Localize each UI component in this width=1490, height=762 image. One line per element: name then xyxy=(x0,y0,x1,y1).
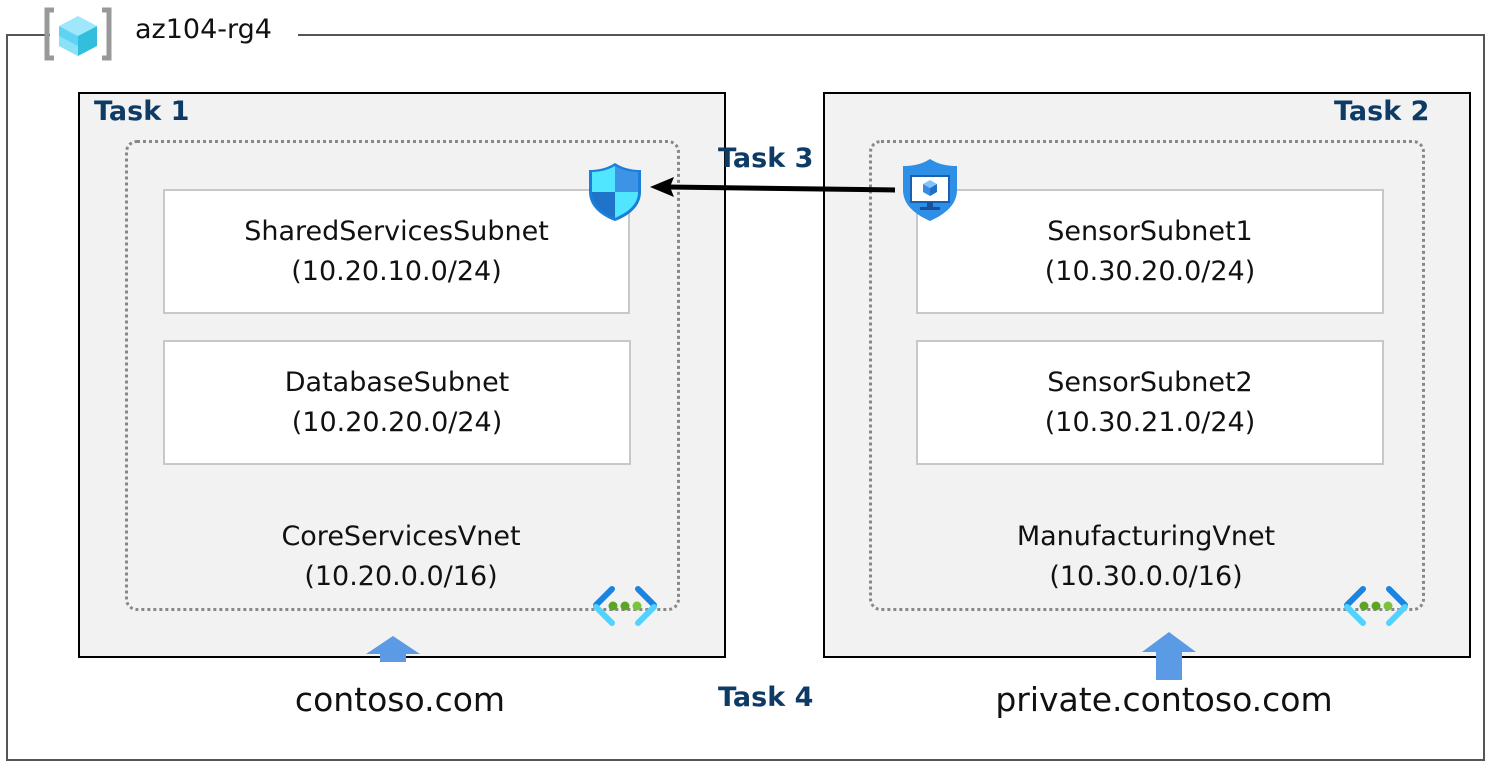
rg-frame-top-left xyxy=(6,34,50,36)
virtual-network-icon xyxy=(1344,586,1408,626)
dns-link-arrow-icon xyxy=(1142,632,1196,680)
subnet-shared-services: SharedServicesSubnet (10.20.10.0/24) xyxy=(163,189,630,314)
rg-frame-top-right xyxy=(298,34,1485,36)
rg-frame-right xyxy=(1483,34,1485,761)
dns-link-arrow-icon xyxy=(366,636,420,662)
vnet-name: ManufacturingVnet xyxy=(1016,521,1276,552)
subnet-name: SharedServicesSubnet xyxy=(244,215,549,247)
virtual-network-icon xyxy=(593,586,657,626)
task3-label: Task 3 xyxy=(718,143,814,174)
subnet-sensor1: SensorSubnet1 (10.30.20.0/24) xyxy=(916,189,1384,314)
vnet-label: CoreServicesVnet (10.20.0.0/16) xyxy=(200,517,602,597)
rg-frame-left xyxy=(6,34,8,761)
subnet-database: DatabaseSubnet (10.20.20.0/24) xyxy=(163,340,631,465)
manufacturing-vnet xyxy=(869,140,1425,611)
subnet-name: SensorSubnet2 xyxy=(1047,366,1253,398)
subnet-cidr: (10.30.20.0/24) xyxy=(1044,255,1256,287)
vnet-cidr: (10.30.0.0/16) xyxy=(1049,561,1243,592)
subnet-cidr: (10.30.21.0/24) xyxy=(1044,406,1256,438)
task4-label: Task 4 xyxy=(718,682,814,713)
peering-arrow xyxy=(650,177,896,197)
vnet-label: ManufacturingVnet (10.30.0.0/16) xyxy=(945,517,1347,597)
private-dns-zone: private.contoso.com xyxy=(995,680,1333,719)
application-security-group-icon xyxy=(903,159,957,221)
resource-group-icon xyxy=(44,7,112,61)
task2-label: Task 2 xyxy=(1334,96,1430,127)
public-dns-zone: contoso.com xyxy=(294,680,506,719)
core-services-vnet xyxy=(125,140,680,611)
subnet-cidr: (10.20.10.0/24) xyxy=(291,255,502,287)
task1-label: Task 1 xyxy=(94,96,190,127)
vnet-cidr: (10.20.0.0/16) xyxy=(304,561,498,592)
subnet-name: DatabaseSubnet xyxy=(284,366,510,398)
vnet-name: CoreServicesVnet xyxy=(281,521,521,552)
resource-group-name: az104-rg4 xyxy=(135,14,272,45)
subnet-sensor2: SensorSubnet2 (10.30.21.0/24) xyxy=(916,340,1384,465)
rg-frame-bottom xyxy=(6,759,1485,761)
subnet-name: SensorSubnet1 xyxy=(1047,215,1253,247)
network-security-group-icon xyxy=(589,163,641,221)
subnet-cidr: (10.20.20.0/24) xyxy=(291,406,503,438)
task3-gap xyxy=(726,140,823,180)
